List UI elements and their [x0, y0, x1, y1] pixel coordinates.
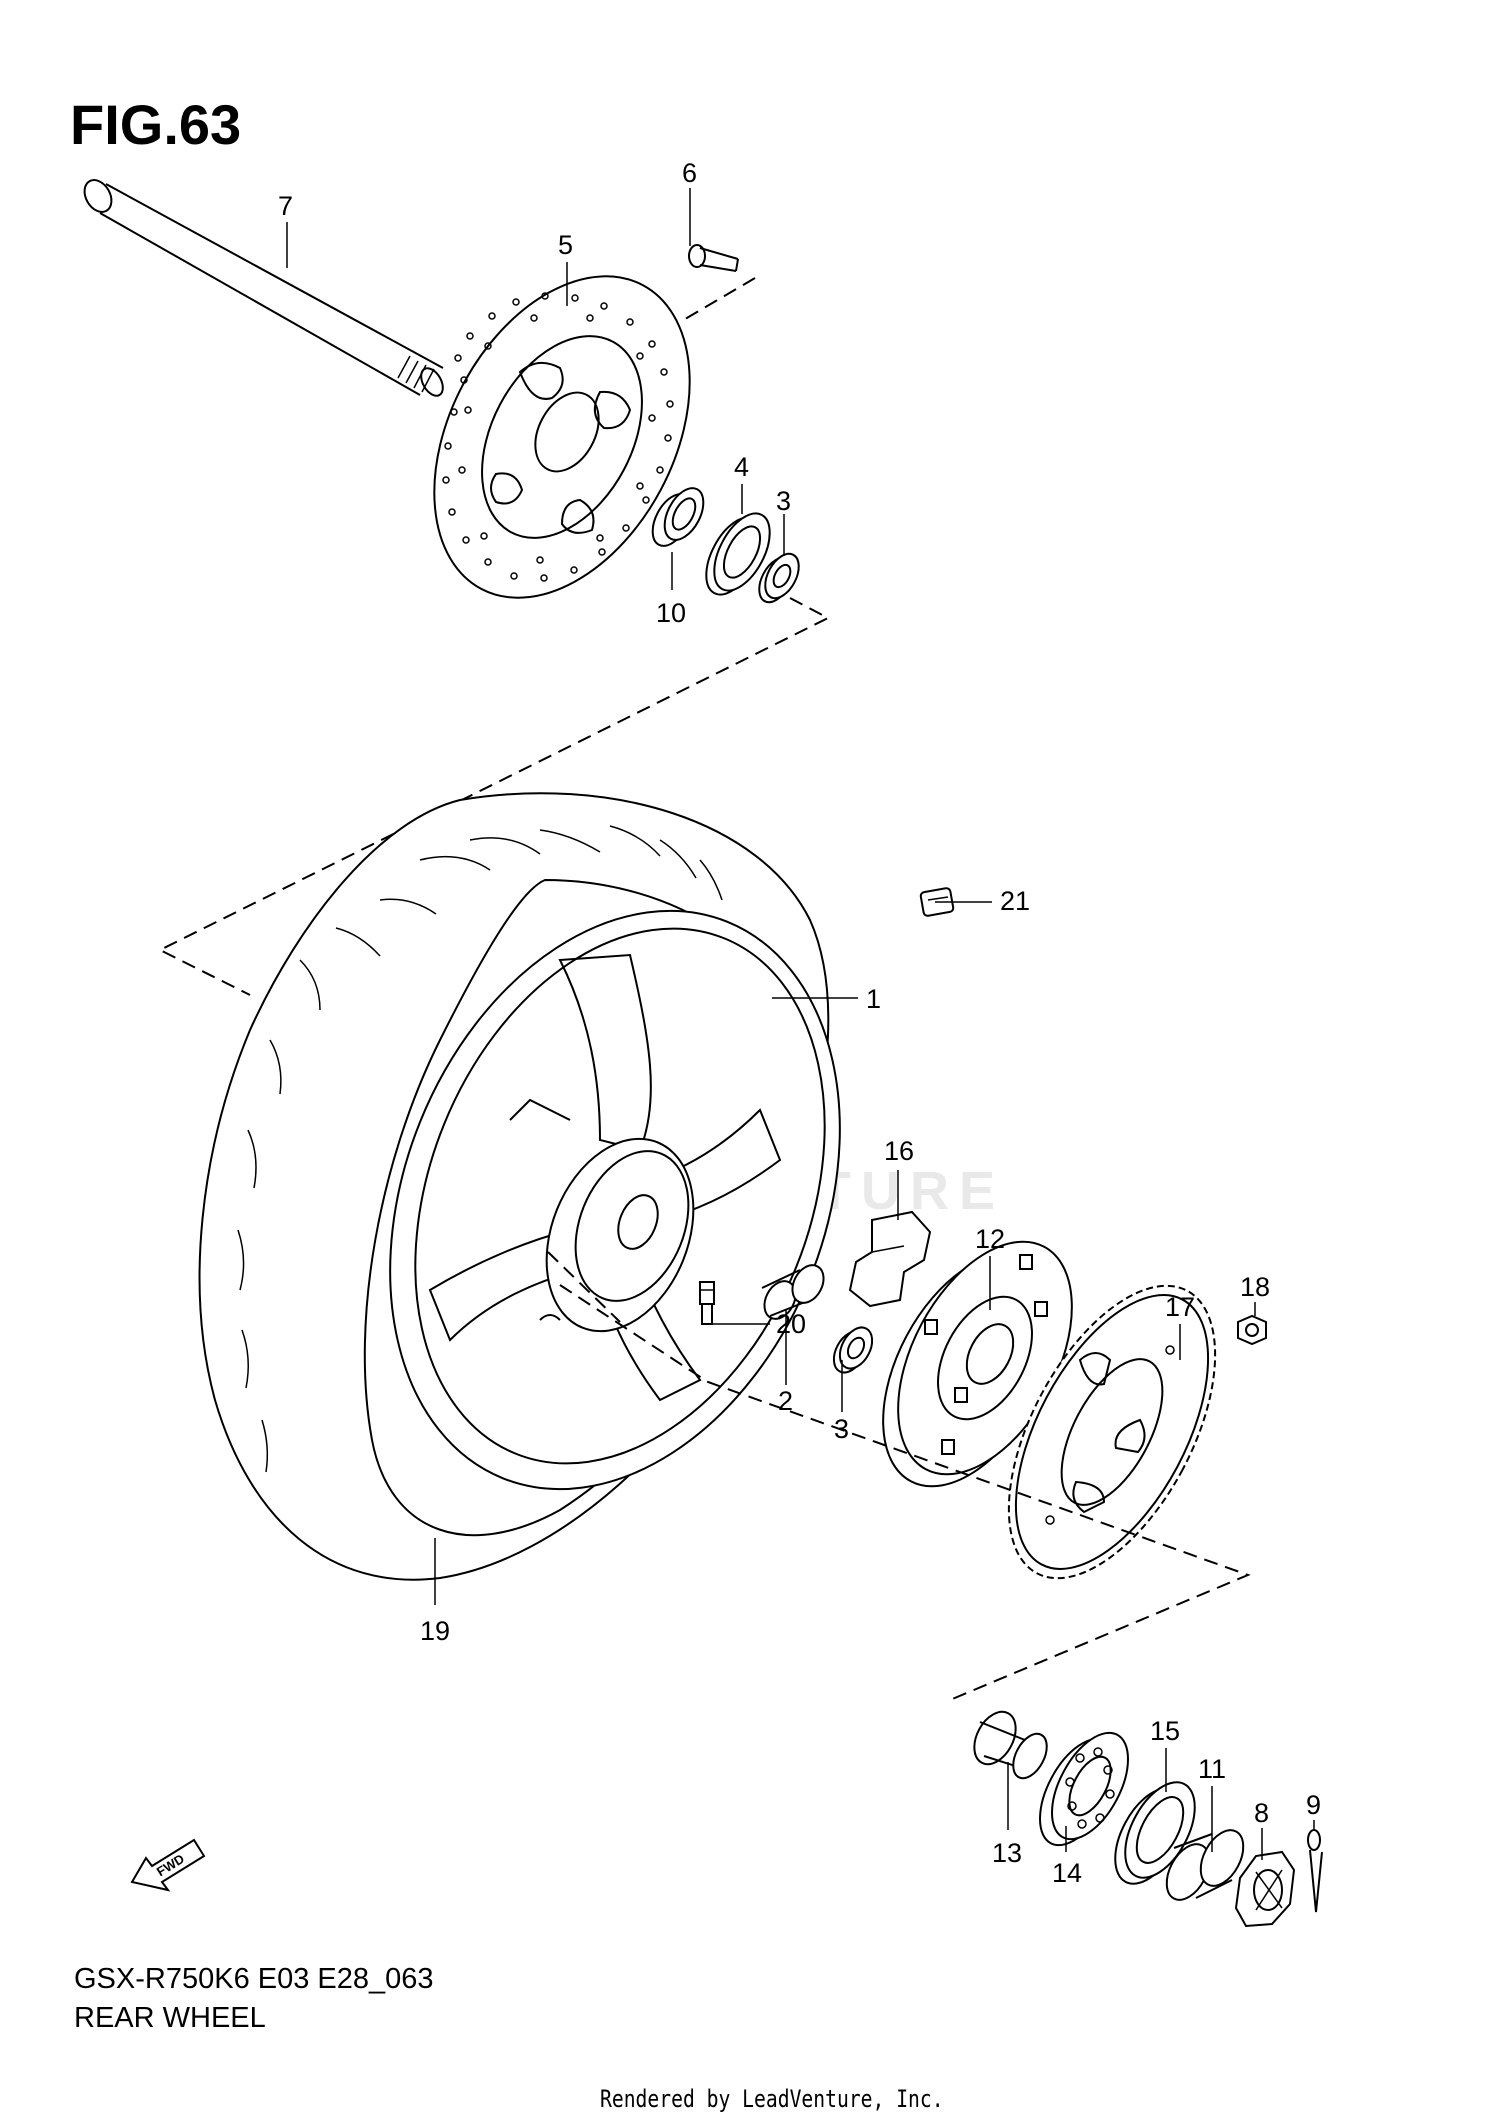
axle-part[interactable] [79, 175, 447, 399]
callout-1: 1 [866, 984, 881, 1014]
spacer-collar-part[interactable] [645, 482, 712, 552]
callout-16: 16 [884, 1136, 914, 1166]
callout-14: 14 [1052, 1858, 1082, 1888]
valve-part[interactable] [699, 1281, 715, 1325]
callout-18: 18 [1240, 1272, 1270, 1302]
cotter-pin-part[interactable] [1307, 1829, 1323, 1913]
sprocket-drum-part[interactable] [847, 1213, 1107, 1515]
callout-8: 8 [1254, 1798, 1269, 1828]
forward-arrow: FWD [130, 1838, 206, 1892]
callout-15: 15 [1150, 1716, 1180, 1746]
oil-seal-15-part[interactable] [1101, 1771, 1209, 1895]
axle-nut-part[interactable] [1234, 1850, 1296, 1928]
figure-title: FIG.63 [70, 93, 242, 156]
spacer-13-part[interactable] [966, 1705, 1054, 1784]
callout-9: 9 [1306, 1790, 1321, 1820]
callout-7: 7 [278, 191, 293, 221]
leader-lines [286, 188, 1315, 1860]
cush-damper-part[interactable] [848, 1210, 932, 1308]
bearing-lower-part[interactable] [827, 1322, 878, 1378]
assembly-line-disc-bolt [679, 277, 756, 323]
render-credit: Rendered by LeadVenture, Inc. [600, 2085, 944, 2113]
callout-11: 11 [1198, 1754, 1226, 1784]
bearing-14-part[interactable] [1024, 1721, 1143, 1858]
callout-20: 20 [776, 1309, 806, 1339]
callout-12: 12 [975, 1224, 1005, 1254]
callout-6: 6 [682, 158, 697, 188]
callout-5: 5 [558, 230, 573, 260]
disc-bolt-part[interactable] [688, 244, 739, 272]
callout-3-upper: 3 [776, 486, 791, 516]
callout-13: 13 [992, 1838, 1022, 1868]
callout-labels: 7 5 6 4 3 10 1 21 16 12 17 18 2 3 20 19 … [278, 158, 1321, 1888]
callout-3-lower: 3 [834, 1414, 849, 1444]
assembly-line-sprocket [559, 1284, 1251, 1701]
assembly-line-axle [157, 597, 831, 996]
spacer-part[interactable] [758, 1260, 830, 1324]
callout-17: 17 [1165, 1292, 1195, 1322]
callout-4: 4 [734, 452, 749, 482]
rear-sprocket-part[interactable] [966, 1253, 1258, 1611]
callout-19: 19 [420, 1616, 450, 1646]
callout-21: 21 [1000, 886, 1030, 916]
oil-seal-part[interactable] [695, 505, 781, 604]
brake-disc-part[interactable] [382, 233, 741, 642]
section-name: REAR WHEEL [74, 2002, 266, 2034]
bearing-upper-part[interactable] [752, 548, 805, 608]
rear-wheel-assembly[interactable] [198, 792, 922, 1581]
model-code: GSX-R750K6 E03 E28_063 [74, 1963, 434, 1995]
assembly-line-hub [547, 1251, 621, 1323]
callout-10: 10 [656, 598, 686, 628]
sprocket-nut-part[interactable] [1237, 1314, 1267, 1346]
callout-2: 2 [778, 1386, 793, 1416]
